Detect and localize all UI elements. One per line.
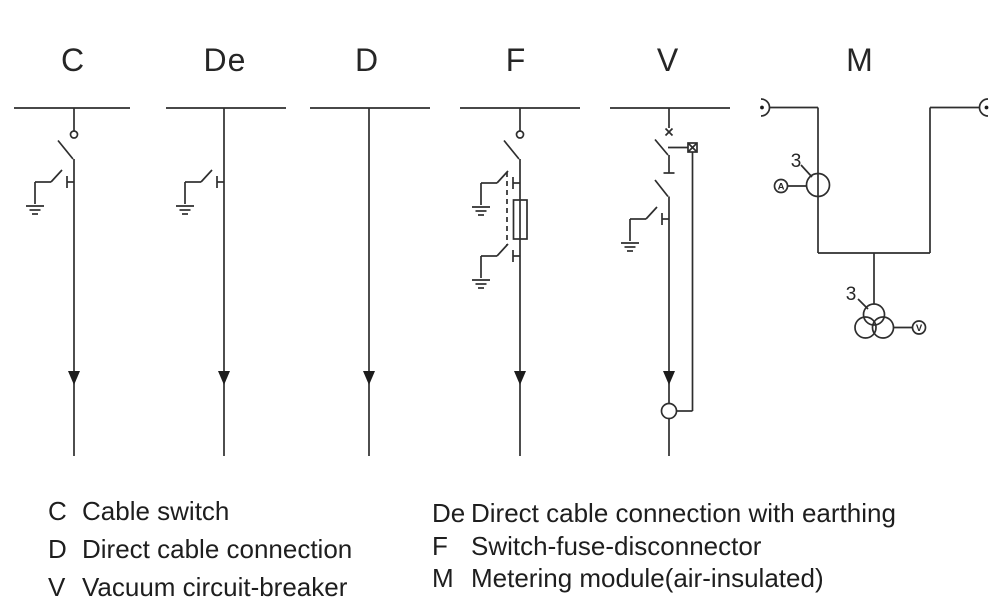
column-m: M 3 A 3 — [760, 42, 989, 339]
legend-description: Direct cable connection with earthing — [471, 498, 896, 528]
legend-description: Vacuum circuit-breaker — [82, 572, 348, 602]
earthing-switch-icon — [175, 169, 225, 215]
legend-description: Direct cable connection — [82, 534, 353, 564]
legend-item-m: M Metering module(air-insulated) — [432, 563, 896, 596]
bushing-connector-left-icon — [760, 98, 771, 117]
voltage-transformer-icon — [854, 303, 895, 339]
column-label-de: De — [204, 42, 247, 78]
legend-left-column: C Cable switch D Direct cable connection… — [48, 496, 352, 610]
legend-right-column: De Direct cable connection with earthing… — [432, 498, 896, 596]
column-label-v: V — [657, 42, 679, 78]
fuse-icon — [512, 199, 528, 240]
legend-item-de: De Direct cable connection with earthing — [432, 498, 896, 531]
legend-item-f: F Switch-fuse-disconnector — [432, 531, 896, 564]
legend-key: De — [432, 498, 466, 528]
switchgear-diagram: C De D F — [14, 42, 989, 456]
current-transformer-icon — [805, 172, 831, 198]
cable-arrow-icon — [663, 371, 675, 385]
legend-key: F — [432, 530, 448, 561]
legend-key: V — [48, 572, 66, 602]
voltmeter-label: V — [916, 323, 923, 334]
legend-item-c: C Cable switch — [48, 496, 352, 534]
column-c: C — [14, 42, 130, 456]
ct-count-pointer-line — [800, 164, 813, 178]
ammeter-label: A — [778, 182, 785, 193]
column-label-d: D — [355, 42, 379, 78]
load-switch-icon — [57, 130, 79, 160]
cable-arrow-icon — [363, 371, 375, 385]
column-de: De — [166, 42, 286, 456]
interlock-box-icon — [687, 142, 698, 153]
column-label-f: F — [506, 42, 527, 78]
legend-key: D — [48, 534, 67, 564]
earthing-switch-icon — [25, 169, 75, 215]
bushing-connector-right-icon — [978, 98, 989, 117]
column-label-c: C — [61, 42, 85, 78]
legend-description: Switch-fuse-disconnector — [471, 530, 762, 561]
cable-arrow-icon — [68, 371, 80, 385]
ct-count-label: 3 — [791, 151, 802, 172]
voltmeter-icon — [911, 320, 927, 335]
breaker-blade — [654, 179, 669, 198]
cable-arrow-icon — [218, 371, 230, 385]
earthing-switch-lower-icon — [471, 243, 521, 289]
column-v: V — [610, 42, 730, 456]
legend-item-v: V Vacuum circuit-breaker — [48, 572, 352, 610]
legend-description: Metering module(air-insulated) — [471, 563, 824, 593]
legend-key: C — [48, 496, 67, 526]
earthing-switch-icon — [620, 206, 670, 252]
column-f: F — [460, 42, 580, 456]
legend-item-d: D Direct cable connection — [48, 534, 352, 572]
legend-key: M — [432, 563, 454, 593]
column-d: D — [310, 42, 430, 456]
load-switch-icon — [503, 130, 525, 160]
cable-arrow-icon — [514, 371, 526, 385]
breaker-x-icon — [664, 127, 674, 137]
vt-count-label: 3 — [846, 284, 857, 305]
disconnector-blade — [654, 138, 669, 156]
current-transformer-icon — [660, 402, 678, 420]
column-label-m: M — [846, 42, 874, 78]
legend-description: Cable switch — [82, 496, 230, 526]
